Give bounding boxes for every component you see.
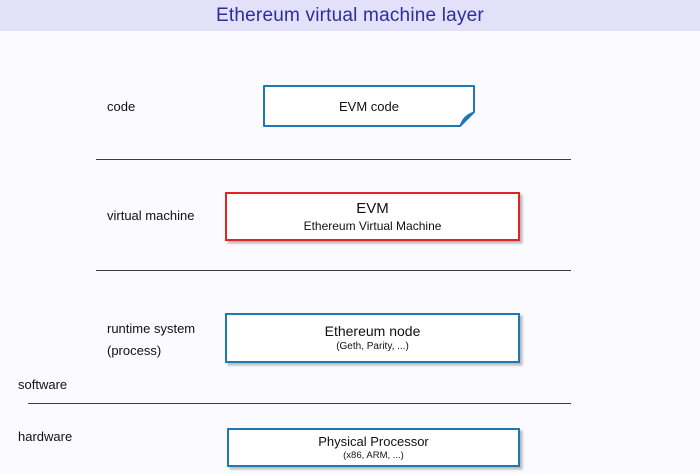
evm-code-note-box: EVM code — [263, 85, 475, 127]
divider-line-software-hardware — [28, 403, 571, 404]
ethereum-node-box: Ethereum node (Geth, Parity, ...) — [225, 313, 520, 363]
layer-label-code: code — [107, 99, 136, 114]
page-title: Ethereum virtual machine layer — [216, 4, 484, 26]
diagram-canvas: code EVM code virtual machine EVM Ethere… — [0, 31, 700, 473]
title-bar: Ethereum virtual machine layer — [0, 0, 700, 31]
layer-label-runtime-system: runtime system (process) — [107, 318, 195, 362]
box-title: EVM code — [339, 98, 399, 114]
box-subtitle: Ethereum Virtual Machine — [303, 219, 442, 233]
box-title: Ethereum node — [324, 323, 421, 339]
layer-label-virtual-machine: virtual machine — [107, 208, 195, 223]
note-shape — [263, 85, 475, 127]
evm-box: EVM Ethereum Virtual Machine — [225, 192, 520, 241]
stratum-label-hardware: hardware — [18, 429, 73, 444]
layer-label-line: runtime system — [107, 321, 196, 336]
divider-line — [96, 270, 571, 271]
box-subtitle: (x86, ARM, ...) — [343, 449, 404, 461]
stratum-label-software: software — [18, 377, 68, 392]
box-subtitle: (Geth, Parity, ...) — [336, 341, 409, 352]
physical-processor-box: Physical Processor (x86, ARM, ...) — [227, 428, 520, 467]
box-title: Physical Processor — [318, 433, 429, 449]
box-title: EVM — [356, 200, 389, 217]
divider-line — [96, 159, 571, 160]
layer-label-line: (process) — [107, 343, 162, 358]
